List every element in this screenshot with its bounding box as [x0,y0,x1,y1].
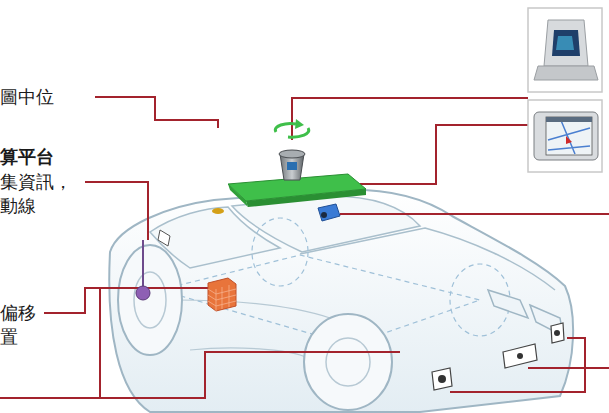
lidar-photo-frame [528,8,602,92]
gps-antenna [216,125,220,210]
leader-line [0,352,400,398]
hood-line [300,228,555,290]
lidar-window [287,162,297,170]
callout-text: 動線 [0,195,36,217]
leader-line [100,288,210,398]
lidar-photo-body [544,20,588,66]
callout-text: 置 [0,326,18,348]
leader-line [360,125,528,184]
roof-rack-edge [228,184,248,207]
computer-box-grid [208,285,236,311]
callout-heading: 算平台 [0,146,54,168]
leader-line [340,213,609,215]
headlight [530,305,563,336]
rear-hub [134,272,166,328]
headlight [488,290,528,318]
front-hub [326,338,370,386]
leader-line [292,98,528,140]
wheel-encoder [136,286,150,300]
gps-title-bar [546,117,592,122]
leader-line [95,97,218,128]
front-wheel [304,314,392,410]
camera [318,204,340,221]
antenna-base [212,208,224,214]
callout-text: 集資訊， [0,171,72,193]
far-rear-wheel [252,218,308,286]
gps-position [566,136,572,144]
lidar-top [279,150,305,158]
roof-rack-edge [246,189,366,207]
radar-lens [517,353,523,359]
lidar-photo-reflection [556,36,574,50]
radar-lens [438,375,446,383]
lidar-photo-base [534,66,598,80]
gps-photo-frame [528,100,602,172]
callout-text: 偏移 [0,302,36,324]
car-body [109,189,573,412]
leader-line [450,338,609,392]
rear-sensor [158,230,170,246]
gps-screen [546,117,592,155]
rotation-arrow [275,123,308,137]
callout-text: 圖中位 [0,86,54,108]
encoder-rod [142,240,144,292]
camera-lens [321,212,327,218]
lidar-photo-window [552,30,580,56]
radar-lens [554,330,560,336]
gps-map-roads [548,118,590,154]
leader-line [85,182,148,240]
leader-line [44,288,140,313]
gps-device [534,112,598,160]
rear-wheel [118,245,182,355]
computer-box [208,278,236,311]
radar-sensor [432,368,452,390]
rotation-arrow-head [295,119,304,129]
radar-sensor [503,344,537,368]
radar-sensor [551,323,564,343]
